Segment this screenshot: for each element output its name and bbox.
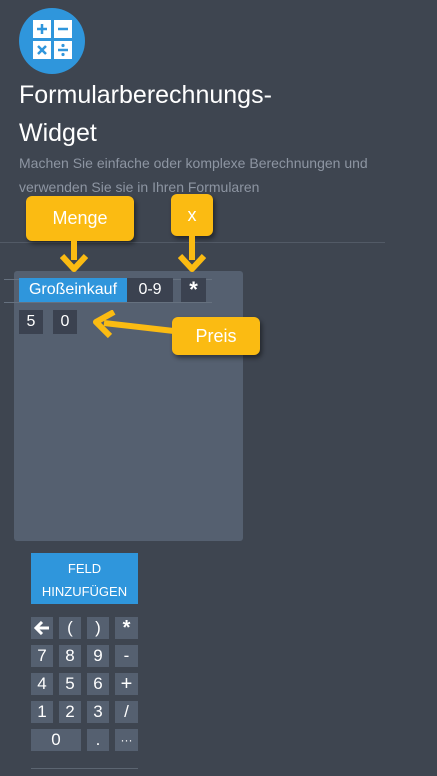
formula-range-token[interactable]: 0-9 (127, 278, 173, 302)
key-decimal[interactable]: . (87, 729, 109, 751)
formula-digit-token[interactable]: 0 (53, 310, 77, 334)
formula-editor[interactable] (14, 271, 243, 541)
callout-menge: Menge (26, 196, 134, 241)
backspace-arrow-icon (34, 621, 49, 635)
key-backspace[interactable] (31, 617, 53, 639)
arrow-down-icon (60, 238, 88, 272)
calculator-symbols-icon (33, 20, 72, 59)
key-5[interactable]: 5 (59, 673, 81, 695)
formula-field-token[interactable]: Großeinkauf (19, 278, 127, 302)
key-0[interactable]: 0 (31, 729, 81, 751)
key-plus[interactable]: + (115, 673, 138, 695)
key-open-paren[interactable]: ( (59, 617, 81, 639)
key-multiply[interactable]: * (115, 617, 138, 639)
key-1[interactable]: 1 (31, 701, 53, 723)
callout-preis: Preis (172, 317, 260, 355)
formula-operator-token[interactable]: * (181, 277, 206, 302)
key-minus[interactable]: - (115, 645, 138, 667)
key-8[interactable]: 8 (59, 645, 81, 667)
key-close-paren[interactable]: ) (87, 617, 109, 639)
key-6[interactable]: 6 (87, 673, 109, 695)
key-more[interactable]: ··· (115, 729, 138, 751)
formula-digit-token[interactable]: 5 (19, 310, 43, 334)
keypad-bottom-divider (31, 768, 138, 769)
widget-title: Formularberechnungs-Widget (19, 81, 272, 147)
arrow-left-icon (93, 310, 174, 339)
key-3[interactable]: 3 (87, 701, 109, 723)
key-4[interactable]: 4 (31, 673, 53, 695)
key-2[interactable]: 2 (59, 701, 81, 723)
add-field-label-line2: HINZUFÜGEN (41, 583, 128, 599)
add-field-label-line1: FELD (67, 560, 102, 576)
arrow-down-icon (178, 234, 206, 272)
callout-x: x (171, 194, 213, 236)
key-9[interactable]: 9 (87, 645, 109, 667)
add-field-button[interactable]: FELD HINZUFÜGEN (31, 553, 138, 604)
widget-description: Machen Sie einfache oder komplexe Berech… (19, 155, 368, 195)
key-7[interactable]: 7 (31, 645, 53, 667)
calculator-icon (19, 8, 85, 74)
key-divide[interactable]: / (115, 701, 138, 723)
